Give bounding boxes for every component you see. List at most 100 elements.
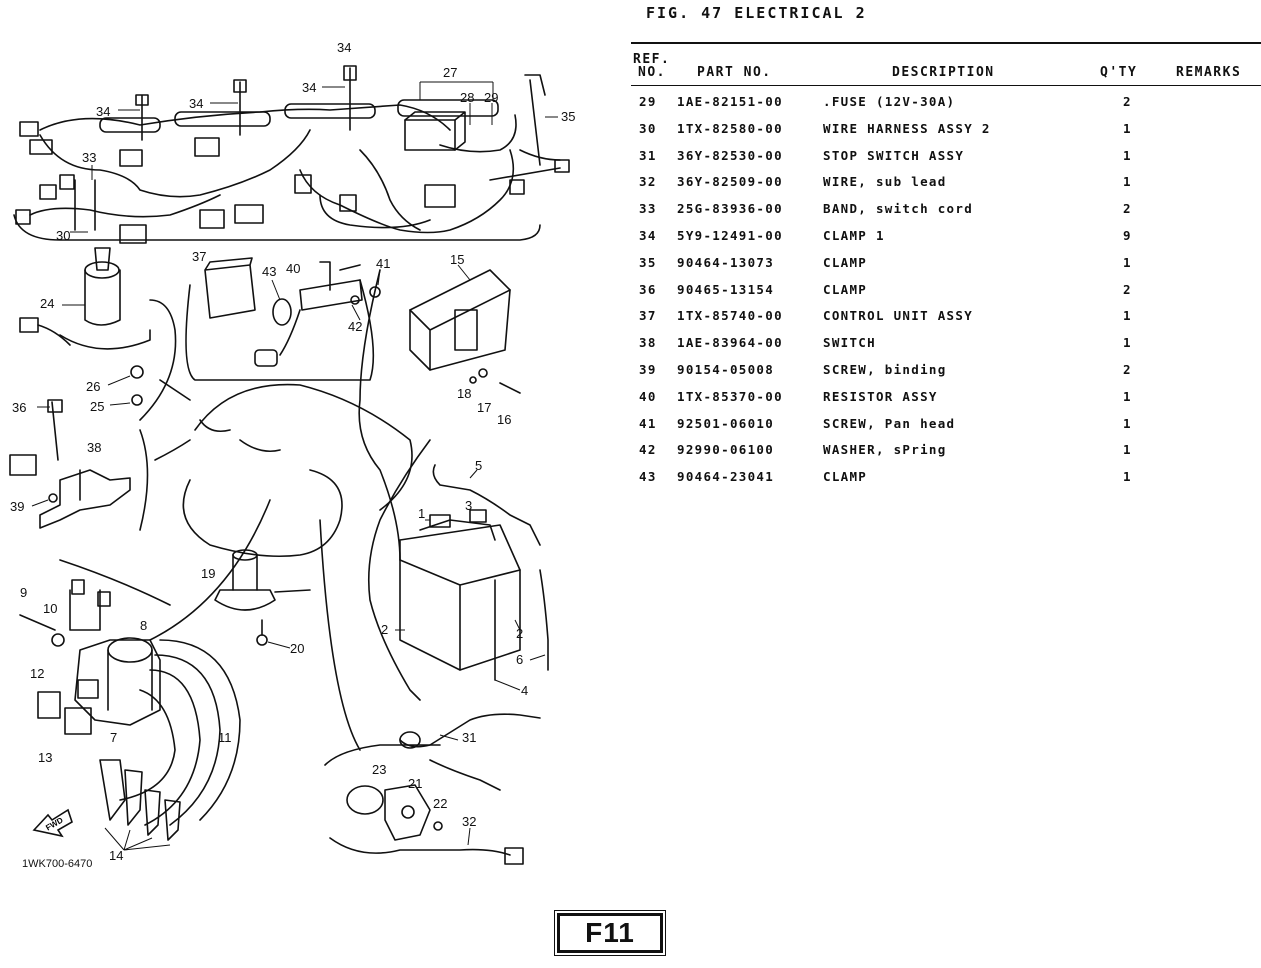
part-description: CONTROL UNIT ASSY	[823, 308, 974, 324]
callout-14: 14	[109, 848, 123, 863]
callout-18: 18	[457, 386, 471, 401]
table-row: 36 90465-13154 CLAMP 2	[631, 282, 1261, 308]
callout-33: 33	[82, 150, 96, 165]
part-number: 36Y-82509-00	[677, 174, 783, 190]
resistor-assy	[299, 261, 363, 311]
part-description: CLAMP	[823, 469, 868, 485]
part-description: SCREW, binding	[823, 362, 947, 377]
callout-34: 34	[96, 104, 110, 119]
callout-10: 10	[43, 601, 57, 616]
header-ref-line1: REF.	[633, 52, 671, 67]
part-description: SWITCH	[823, 335, 876, 351]
callout-8: 8	[140, 618, 147, 633]
header-remarks: REMARKS	[1176, 65, 1242, 80]
callout-16: 16	[497, 412, 511, 427]
part-number: 90464-13073	[677, 254, 775, 270]
ref-number: 36	[639, 281, 657, 297]
quantity: 1	[1123, 254, 1132, 270]
part-number: 25G-83936-00	[677, 201, 783, 217]
part-number: 1TX-85740-00	[677, 308, 783, 324]
callout-2: 2	[516, 626, 523, 641]
harness-tube	[99, 117, 161, 133]
callout-23: 23	[372, 762, 386, 777]
part-number: 5Y9-12491-00	[677, 228, 783, 243]
callout-24: 24	[40, 296, 54, 311]
callout-37: 37	[192, 249, 206, 264]
quantity: 1	[1123, 308, 1132, 324]
quantity: 1	[1123, 469, 1132, 485]
fuse-box	[404, 119, 456, 151]
callout-30: 30	[56, 228, 70, 243]
quantity: 1	[1123, 147, 1132, 163]
ref-number: 41	[639, 415, 657, 431]
table-top-rule	[631, 42, 1261, 44]
part-number: 90464-23041	[677, 469, 775, 485]
part-number: 90465-13154	[677, 281, 775, 297]
part-number: 1AE-83964-00	[677, 335, 783, 351]
clamp-35	[524, 74, 546, 166]
callout-32: 32	[462, 814, 476, 829]
callout-19: 19	[201, 566, 215, 581]
battery	[399, 509, 521, 671]
oring	[346, 785, 384, 815]
switch-38	[9, 454, 131, 529]
part-number: 90154-05008	[677, 362, 775, 377]
callout-28: 28	[460, 90, 474, 105]
part-description: RESISTOR ASSY	[823, 388, 938, 404]
table-row: 32 36Y-82509-00 WIRE, sub lead 1	[631, 174, 1261, 200]
quantity: 1	[1123, 174, 1132, 190]
table-row: 37 1TX-85740-00 CONTROL UNIT ASSY 1	[631, 308, 1261, 334]
callout-22: 22	[433, 796, 447, 811]
part-number: 36Y-82530-00	[677, 147, 783, 163]
ref-number: 38	[639, 335, 657, 351]
main-switch	[19, 247, 151, 350]
clamp-1	[135, 94, 149, 141]
part-description: BAND, switch cord	[823, 201, 974, 217]
callout-35: 35	[561, 109, 575, 124]
figure-title: FIG. 47 ELECTRICAL 2	[646, 4, 867, 22]
ref-number: 32	[639, 174, 657, 190]
part-description: WASHER, sPring	[823, 442, 947, 458]
callout-15: 15	[450, 252, 464, 267]
header-description: DESCRIPTION	[892, 65, 995, 80]
sensor	[214, 549, 311, 611]
ref-number: 39	[639, 362, 657, 377]
harness-area-outline	[13, 214, 541, 241]
callout-39: 39	[10, 499, 24, 514]
quantity: 2	[1123, 281, 1132, 297]
ref-number: 42	[639, 442, 657, 458]
callout-29: 29	[484, 90, 498, 105]
control-unit	[204, 257, 256, 319]
callout-13: 13	[38, 750, 52, 765]
callout-3: 3	[465, 498, 472, 513]
part-description: WIRE, sub lead	[823, 174, 947, 190]
ref-number: 37	[639, 308, 657, 324]
drawing-id: 1WK700-6470	[22, 858, 93, 870]
callout-36: 36	[12, 400, 26, 415]
exploded-parts-diagram: 34 34 34 34 27 28 29 35 33 30 37 43 40 4…	[9, 40, 575, 865]
callout-5: 5	[475, 458, 482, 473]
part-description: STOP SWITCH ASSY	[823, 147, 965, 163]
callout-20: 20	[290, 641, 304, 656]
callout-38: 38	[87, 440, 101, 455]
quantity: 1	[1123, 415, 1132, 431]
callout-17: 17	[477, 400, 491, 415]
callout-27: 27	[443, 65, 457, 80]
part-description: SCREW, Pan head	[823, 415, 956, 431]
callout-34: 34	[189, 96, 203, 111]
callout-7: 7	[110, 730, 117, 745]
header-qty: Q'TY	[1100, 65, 1138, 80]
part-description: CLAMP	[823, 281, 868, 297]
part-number: 92501-06010	[677, 415, 775, 431]
quantity: 1	[1123, 388, 1132, 404]
table-row: 41 92501-06010 SCREW, Pan head 1	[631, 416, 1261, 442]
callout-12: 12	[30, 666, 44, 681]
callout-11: 11	[218, 730, 232, 745]
ref-number: 43	[639, 469, 657, 485]
part-description: CLAMP 1	[823, 228, 885, 243]
